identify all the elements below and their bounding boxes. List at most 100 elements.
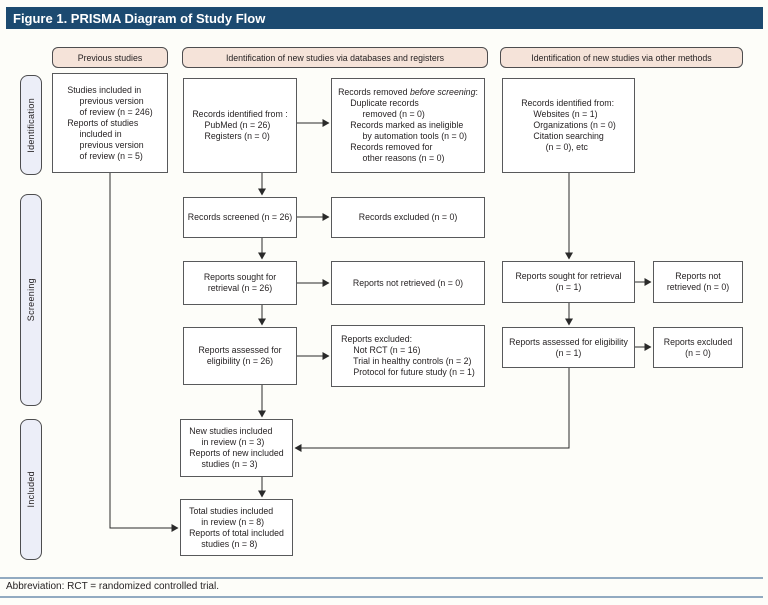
- box-text-line: previous version: [67, 95, 144, 106]
- box-records-excluded-text: Records excluded (n = 0): [359, 212, 458, 223]
- records-removed-title: Records removed before screening:: [338, 87, 478, 98]
- box-text-line: Records screened (n = 26): [187, 212, 293, 222]
- box-text-line: Reports assessed for eligibility: [509, 336, 628, 347]
- records-removed-title-italic: before screening: [409, 87, 476, 97]
- footnote-rule-bottom: [0, 596, 763, 598]
- box-text-line: (n = 1): [555, 282, 582, 292]
- box-text-line: Registers (n = 0): [192, 131, 270, 141]
- box-text-line: included in: [67, 128, 122, 139]
- records-removed-details: Duplicate records removed (n = 0) Record…: [338, 98, 478, 164]
- box-text-line: Trial in healthy controls (n = 2): [341, 356, 472, 366]
- box-text-line: Records identified from :: [192, 109, 288, 119]
- stage-screening-label: Screening: [26, 278, 36, 322]
- box-text-line: Reports of total included: [189, 527, 284, 538]
- box-text-line: (n = 1): [555, 347, 582, 358]
- box-text-line: Reports of studies: [67, 117, 139, 128]
- stage-included-label: Included: [26, 471, 36, 508]
- box-text-line: other reasons (n = 0): [338, 153, 445, 163]
- box-reports-not-retrieved-text: Reports not retrieved (n = 0): [353, 278, 463, 289]
- box-text-line: New studies included: [189, 426, 273, 436]
- records-removed-title-suffix: :: [475, 87, 478, 97]
- box-reports-excluded-detail: Reports excluded: Not RCT (n = 16) Trial…: [331, 325, 485, 387]
- header-databases-registers: Identification of new studies via databa…: [182, 47, 488, 68]
- footnote-rule-top: [0, 577, 763, 579]
- box-text-line: Reports of new included: [189, 448, 284, 458]
- box-text-line: Reports not retrieved (n = 0): [352, 277, 464, 288]
- box-text-line: studies (n = 3): [189, 459, 258, 469]
- box-text-line: Total studies included: [189, 505, 274, 516]
- box-text-line: in review (n = 3): [189, 437, 265, 447]
- box-records-screened: Records screened (n = 26): [183, 197, 297, 238]
- box-records-removed-text: Records removed before screening: Duplic…: [338, 87, 478, 164]
- box-total-studies: Total studies included in review (n = 8)…: [180, 499, 293, 556]
- box-text-line: Records marked as ineligible: [338, 120, 464, 130]
- header-previous-studies: Previous studies: [52, 47, 168, 68]
- figure-title-bar: Figure 1. PRISMA Diagram of Study Flow: [6, 7, 763, 29]
- figure-title: Figure 1. PRISMA Diagram of Study Flow: [13, 10, 266, 26]
- box-records-screened-text: Records screened (n = 26): [188, 212, 292, 223]
- box-previous-studies-text: Studies included in previous version of …: [67, 85, 152, 162]
- footnote: Abbreviation: RCT = randomized controlle…: [6, 581, 219, 592]
- box-text-line: studies (n = 8): [189, 538, 258, 549]
- box-reports-sought-other: Reports sought for retrieval(n = 1): [502, 261, 635, 303]
- box-text-line: of review (n = 246): [67, 106, 153, 117]
- box-text-line: Records excluded (n = 0): [358, 212, 458, 222]
- box-text-line: Citation searching: [521, 131, 604, 141]
- header-databases-registers-label: Identification of new studies via databa…: [225, 52, 445, 63]
- box-text-line: Not RCT (n = 16): [341, 345, 421, 355]
- box-records-identified-text: Records identified from : PubMed (n = 26…: [192, 109, 287, 142]
- box-text-line: Reports excluded: [663, 336, 733, 347]
- box-reports-not-retrieved: Reports not retrieved (n = 0): [331, 261, 485, 305]
- box-reports-excluded-detail-text: Reports excluded: Not RCT (n = 16) Trial…: [341, 334, 475, 378]
- box-text-line: Reports sought for retrieval: [515, 271, 622, 281]
- box-records-other: Records identified from: Websites (n = 1…: [502, 78, 635, 173]
- box-records-other-text: Records identified from: Websites (n = 1…: [521, 98, 616, 153]
- box-reports-sought-other-text: Reports sought for retrieval(n = 1): [515, 271, 621, 293]
- header-other-methods: Identification of new studies via other …: [500, 47, 743, 68]
- box-text-line: Reports sought for: [203, 272, 277, 282]
- box-text-line: by automation tools (n = 0): [338, 131, 467, 141]
- box-text-line: Records identified from:: [521, 98, 615, 108]
- box-reports-assessed-other: Reports assessed for eligibility(n = 1): [502, 327, 635, 368]
- box-text-line: Duplicate records: [338, 98, 419, 108]
- box-text-line: Websites (n = 1): [521, 109, 598, 119]
- box-text-line: Records removed for: [338, 142, 433, 152]
- stage-included: Included: [20, 419, 42, 560]
- box-text-line: Studies included in: [67, 84, 142, 95]
- box-text-line: Reports assessed for: [198, 345, 282, 355]
- header-other-methods-label: Identification of new studies via other …: [531, 52, 712, 63]
- box-text-line: Protocol for future study (n = 1): [341, 367, 475, 377]
- box-total-studies-text: Total studies included in review (n = 8)…: [189, 506, 284, 550]
- box-text-line: retrieval (n = 26): [207, 283, 273, 293]
- header-previous-studies-label: Previous studies: [77, 52, 143, 63]
- box-reports-assessed-other-text: Reports assessed for eligibility(n = 1): [509, 337, 628, 359]
- box-text-line: Reports excluded:: [341, 334, 413, 344]
- records-removed-title-prefix: Records removed: [338, 87, 410, 97]
- box-reports-excluded-other-text: Reports excluded(n = 0): [664, 337, 732, 359]
- box-records-identified: Records identified from : PubMed (n = 26…: [183, 78, 297, 173]
- box-new-studies-text: New studies included in review (n = 3)Re…: [189, 426, 283, 470]
- box-reports-excluded-other: Reports excluded(n = 0): [653, 327, 743, 368]
- box-text-line: Reports not: [675, 271, 721, 281]
- box-text-line: in review (n = 8): [189, 516, 265, 527]
- box-records-removed: Records removed before screening: Duplic…: [331, 78, 485, 173]
- box-records-excluded: Records excluded (n = 0): [331, 197, 485, 238]
- box-text-line: eligibility (n = 26): [206, 356, 274, 366]
- box-text-line: Organizations (n = 0): [521, 120, 616, 130]
- stage-identification-label: Identification: [26, 97, 36, 153]
- box-text-line: (n = 0): [685, 347, 711, 358]
- box-new-studies: New studies included in review (n = 3)Re…: [180, 419, 293, 477]
- stage-identification: Identification: [20, 75, 42, 175]
- box-text-line: PubMed (n = 26): [192, 120, 271, 130]
- box-previous-studies: Studies included in previous version of …: [52, 73, 168, 173]
- box-text-line: previous version: [67, 139, 144, 150]
- stage-screening: Screening: [20, 194, 42, 406]
- box-text-line: (n = 0), etc: [521, 142, 588, 152]
